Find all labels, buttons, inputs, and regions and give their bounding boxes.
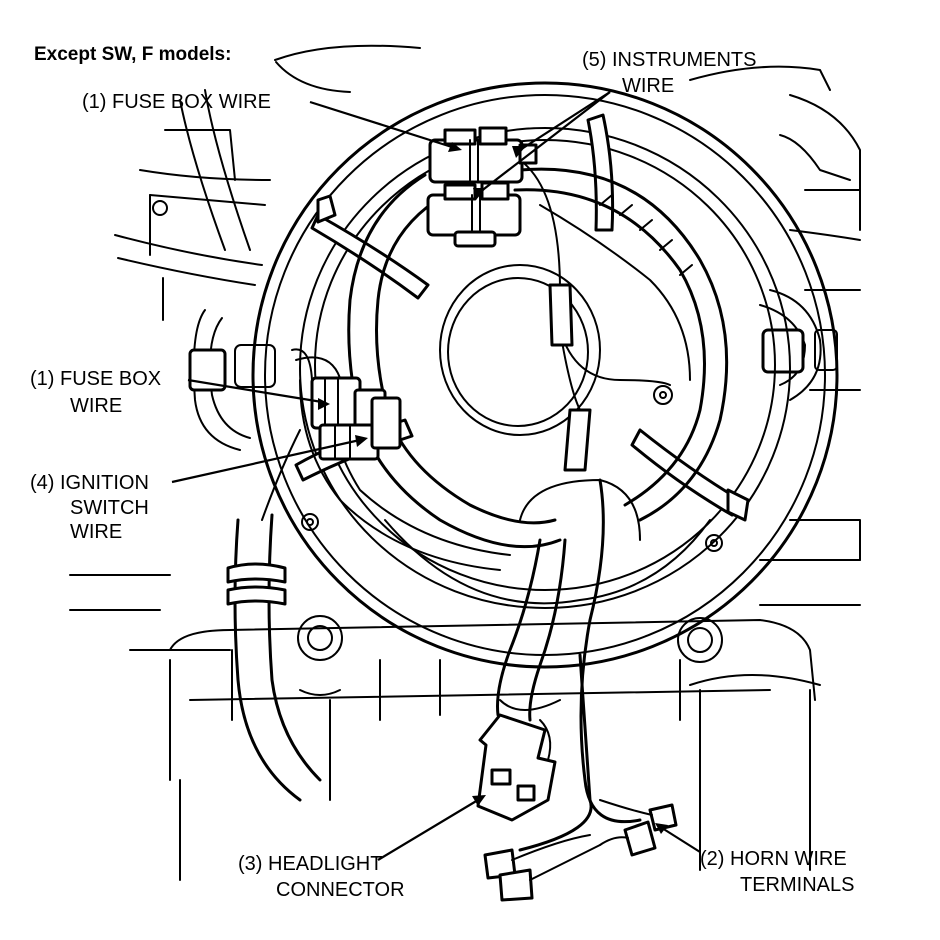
horn-wire-terminals-label-line2: TERMINALS <box>740 874 854 896</box>
headlight-connector <box>476 713 557 822</box>
bulb-socket-opening <box>439 264 601 436</box>
ignition-switch-wire-label-line1: (4) IGNITION <box>30 472 149 494</box>
horn-wire-terminals <box>483 799 678 902</box>
fuse-box-wire-top-label: (1) FUSE BOX WIRE <box>82 91 271 113</box>
case-mounting-screws <box>301 385 723 552</box>
headlight-connector-label-line2: CONNECTOR <box>276 879 405 901</box>
models-note: Except SW, F models: <box>34 44 231 65</box>
ignition-switch-wire-label-line2: SWITCH <box>70 497 149 519</box>
fuse-box-wire-left-label-line1: (1) FUSE BOX <box>30 368 161 390</box>
frame-background <box>69 44 861 881</box>
instruments-wire-label-line1: (5) INSTRUMENTS <box>582 49 756 71</box>
leader-lines <box>171 91 701 861</box>
ignition-switch-wire-label-line3: WIRE <box>70 521 122 543</box>
instruments-wire-connector <box>426 181 522 248</box>
horn-wire-terminals-label-line1: (2) HORN WIRE <box>700 848 847 870</box>
instruments-wire-label-line2: WIRE <box>622 75 674 97</box>
fuse-box-wire-left-label-line2: WIRE <box>70 395 122 417</box>
fuse-box-wire-connector-top <box>428 126 538 184</box>
headlight-connector-label-line1: (3) HEADLIGHT <box>238 853 382 875</box>
